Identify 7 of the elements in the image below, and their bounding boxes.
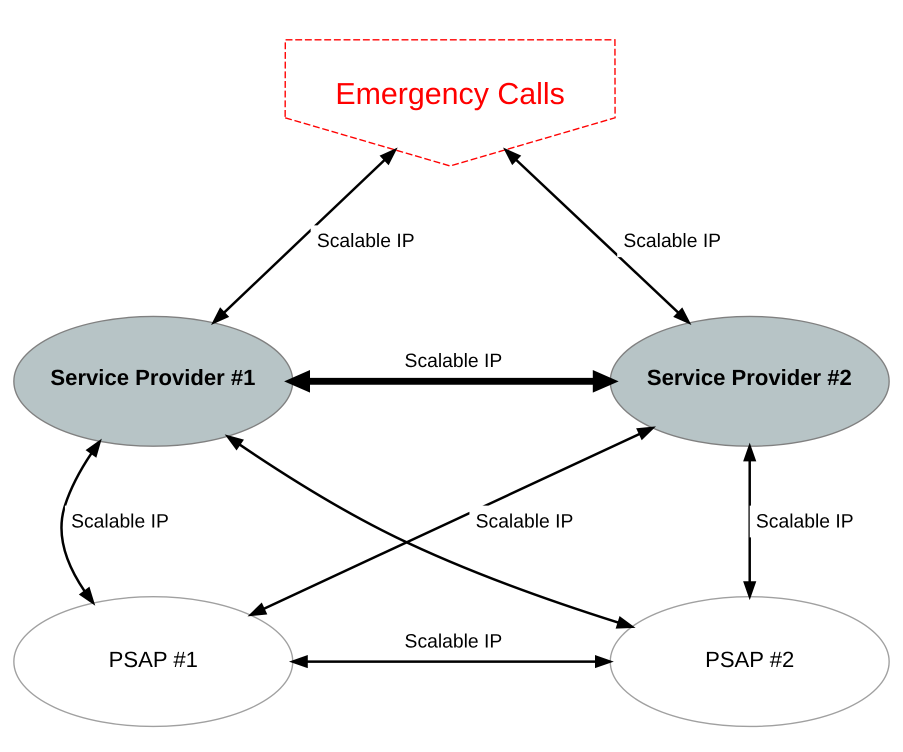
edge-label: Scalable IP [316, 230, 415, 252]
edge-label: Scalable IP [404, 350, 502, 372]
edge-label: Scalable IP [404, 630, 502, 652]
edge-label: Scalable IP [71, 510, 169, 532]
edge-label: Scalable IP [756, 510, 854, 532]
edge-label: Scalable IP [476, 510, 574, 532]
edge-label: Scalable IP [623, 230, 722, 252]
